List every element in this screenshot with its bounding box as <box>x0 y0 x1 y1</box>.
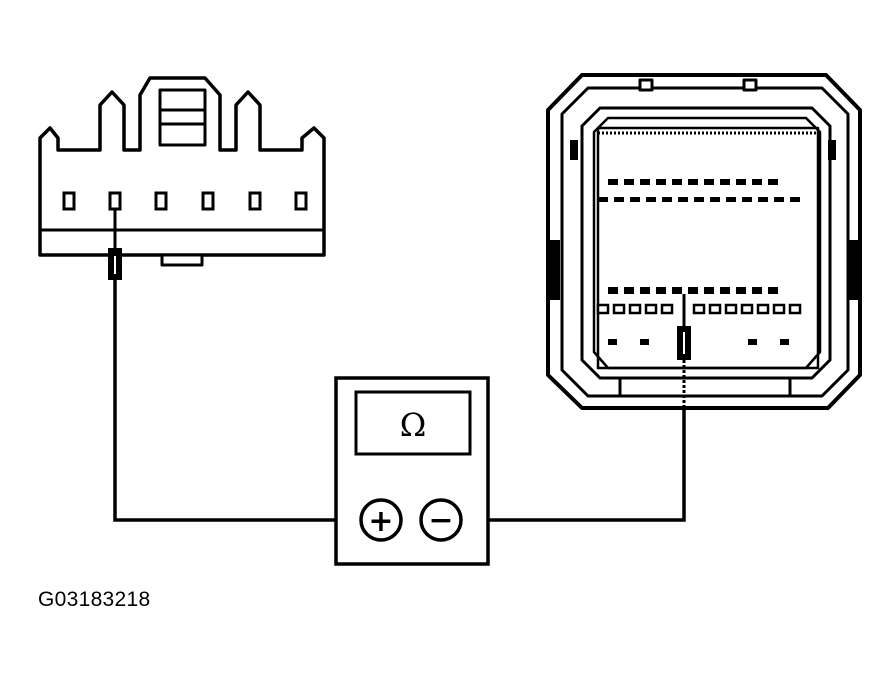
test-leads <box>113 280 686 522</box>
positive-lead-wire <box>113 280 360 522</box>
ohm-symbol: Ω <box>400 406 427 444</box>
left-connector <box>38 76 326 267</box>
left-probe <box>108 209 122 280</box>
negative-terminal[interactable]: − <box>419 498 463 542</box>
left-connector-terminals <box>62 191 308 211</box>
ohmmeter: Ω + − <box>334 376 490 566</box>
meter-display <box>354 390 472 456</box>
negative-lead-wire <box>462 410 686 522</box>
right-probe <box>677 294 691 410</box>
positive-terminal[interactable]: + <box>359 498 403 542</box>
right-connector-pins <box>598 179 800 345</box>
plus-label: + <box>368 504 393 539</box>
minus-label: − <box>428 503 453 538</box>
right-connector-pin-row-outline <box>596 303 802 315</box>
figure-id: G03183218 <box>38 588 151 611</box>
right-connector <box>546 73 862 410</box>
